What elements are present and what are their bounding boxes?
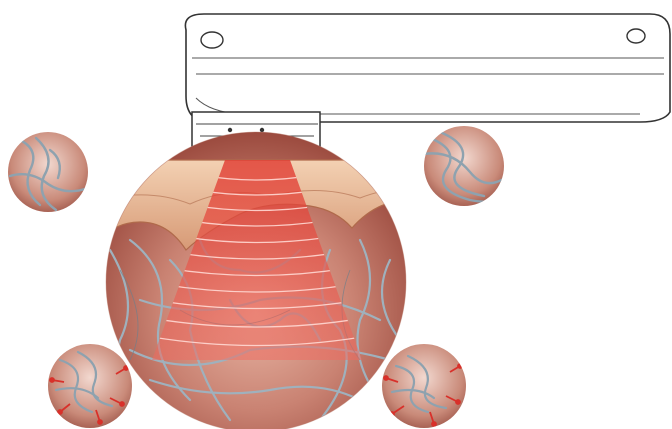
skin-cross-section	[90, 132, 420, 429]
inset-loose-fibers	[8, 132, 88, 212]
inset-tight-helix	[424, 126, 508, 206]
probe-button-left-icon	[201, 32, 223, 48]
probe-button-right-icon	[627, 29, 645, 43]
inset-heated-fibers-left	[48, 344, 132, 428]
inset-heated-fibers-right	[382, 344, 466, 428]
